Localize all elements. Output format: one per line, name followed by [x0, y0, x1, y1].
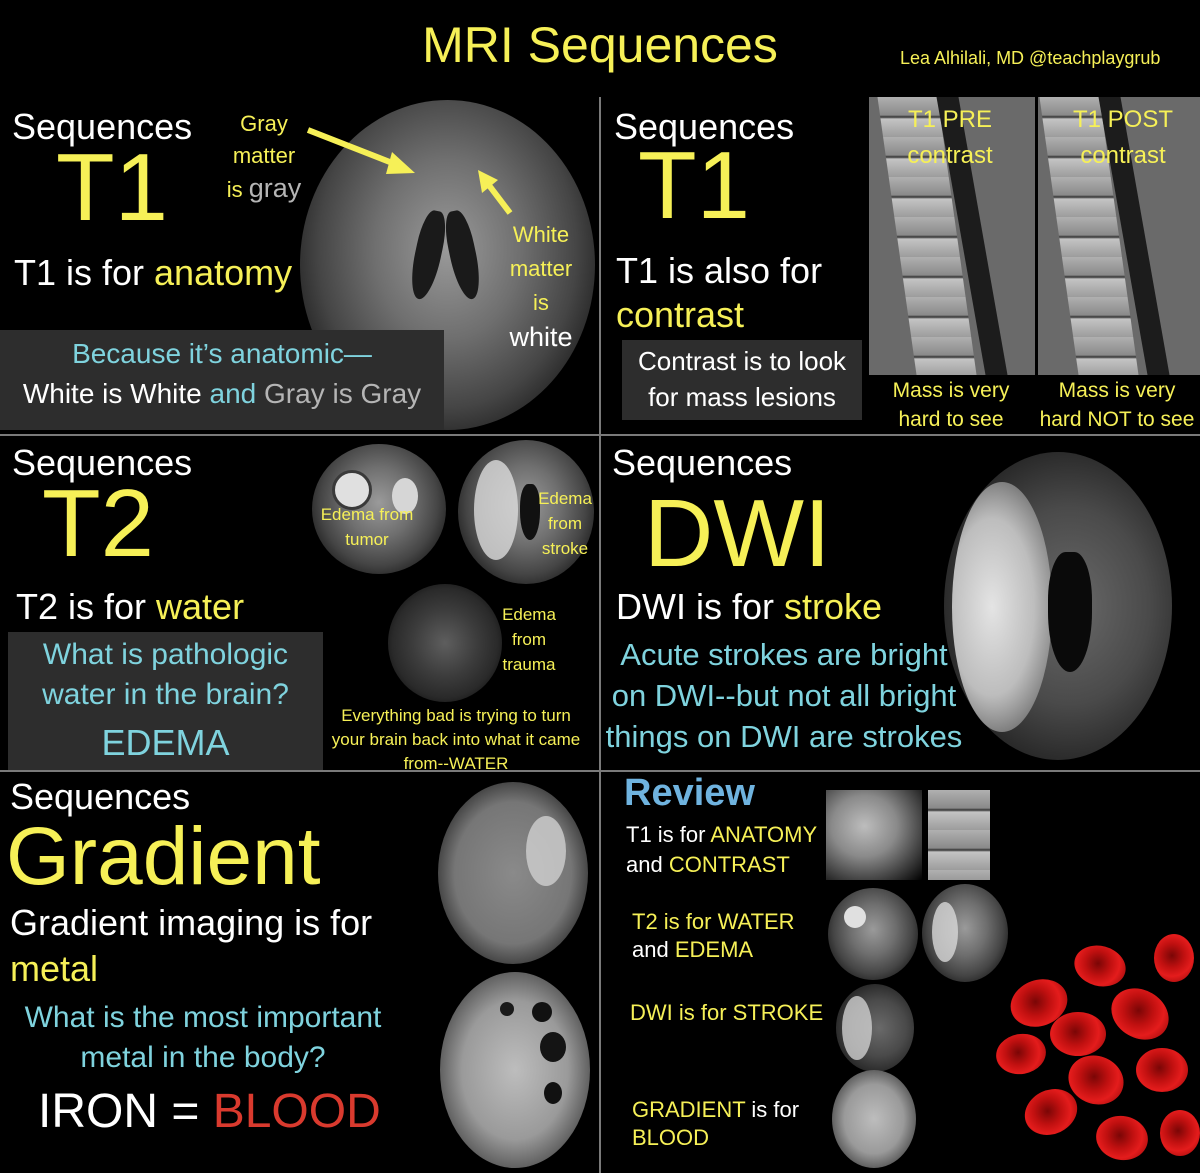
gradient-line2: metal	[10, 948, 99, 989]
review-gradient-image	[832, 1070, 916, 1168]
review-dwi: DWI is for STROKE	[630, 1000, 824, 1025]
t2-heading: T2	[42, 470, 155, 577]
water-quote: Everything bad is trying to turn your br…	[331, 706, 581, 773]
t1-anatomy-line: T1 is for anatomy	[14, 252, 293, 293]
caption-post: Mass is very hard NOT to see	[1039, 379, 1195, 431]
t1-anatomy-box: Because it’s anatomic— White is White an…	[0, 330, 444, 430]
t1-heading: T1	[56, 134, 169, 241]
t1-post-label: T1 POST contrast	[1072, 106, 1174, 169]
t1c-box: Contrast is to look for mass lesions	[622, 340, 862, 420]
review-t2: T2 is for WATER and EDEMA	[632, 909, 795, 962]
page-title: MRI Sequences	[422, 17, 778, 73]
t2-trauma-image	[388, 584, 502, 702]
t1c-line2: contrast	[616, 294, 745, 335]
t2-tumor-image	[312, 444, 446, 574]
ct-brain-image	[438, 782, 588, 964]
review-t2-image-1	[828, 888, 918, 980]
t1-pre-label: T1 PRE contrast	[907, 106, 993, 169]
dwi-sequences-label: Sequences	[612, 442, 793, 483]
t1-spine-images	[869, 97, 1200, 375]
review-title: Review	[624, 772, 755, 814]
t2-water-line: T2 is for water	[16, 586, 245, 627]
author-credit: Lea Alhilali, MD @teachplaygrub	[900, 48, 1161, 68]
review-t1: T1 is for ANATOMY and CONTRAST	[626, 822, 818, 877]
gradient-brain-image	[440, 972, 590, 1168]
caption-pre: Mass is very hard to see	[892, 379, 1010, 431]
arrow-icon-white-matter	[478, 170, 513, 215]
t2-sequences-label: Sequences	[12, 442, 193, 483]
t2-stroke-image	[458, 440, 594, 584]
arrow-icon-gray-matter	[306, 127, 415, 174]
review-gradient: GRADIENT is for BLOOD	[632, 1097, 800, 1150]
review-dwi-image	[836, 984, 914, 1072]
horizontal-divider-1	[0, 434, 1200, 436]
dwi-note: Acute strokes are bright on DWI--but not…	[605, 637, 963, 754]
t2-question-box: What is pathologic water in the brain? E…	[8, 632, 323, 770]
gradient-sequences-label: Sequences	[10, 776, 191, 817]
dwi-stroke-line: DWI is for stroke	[616, 586, 883, 627]
gray-matter-label: Gray matter is gray	[226, 111, 302, 203]
t1c-sequences-label: Sequences	[614, 106, 795, 147]
t1c-line1: T1 is also for	[616, 250, 823, 291]
review-spine-image	[928, 790, 990, 880]
t1c-heading: T1	[638, 132, 751, 239]
dwi-brain-image	[944, 452, 1172, 760]
edema-stroke-label: Edema from stroke	[538, 489, 592, 558]
review-t2-image-2	[922, 884, 1008, 982]
vertical-divider	[599, 97, 601, 1173]
gradient-question: What is the most important metal in the …	[24, 1001, 382, 1074]
edema-trauma-label: Edema from trauma	[502, 605, 556, 674]
gradient-answer: IRON = BLOOD	[38, 1085, 381, 1138]
gradient-heading: Gradient	[6, 811, 321, 902]
t1-sequences-label: Sequences	[12, 106, 193, 147]
horizontal-divider-2	[0, 770, 1200, 772]
gradient-line1: Gradient imaging is for	[10, 902, 373, 943]
review-sagittal-image	[826, 790, 922, 880]
white-matter-label: White matter is white	[509, 222, 573, 352]
edema-tumor-label: Edema from tumor	[320, 505, 414, 549]
dwi-heading: DWI	[644, 480, 831, 587]
